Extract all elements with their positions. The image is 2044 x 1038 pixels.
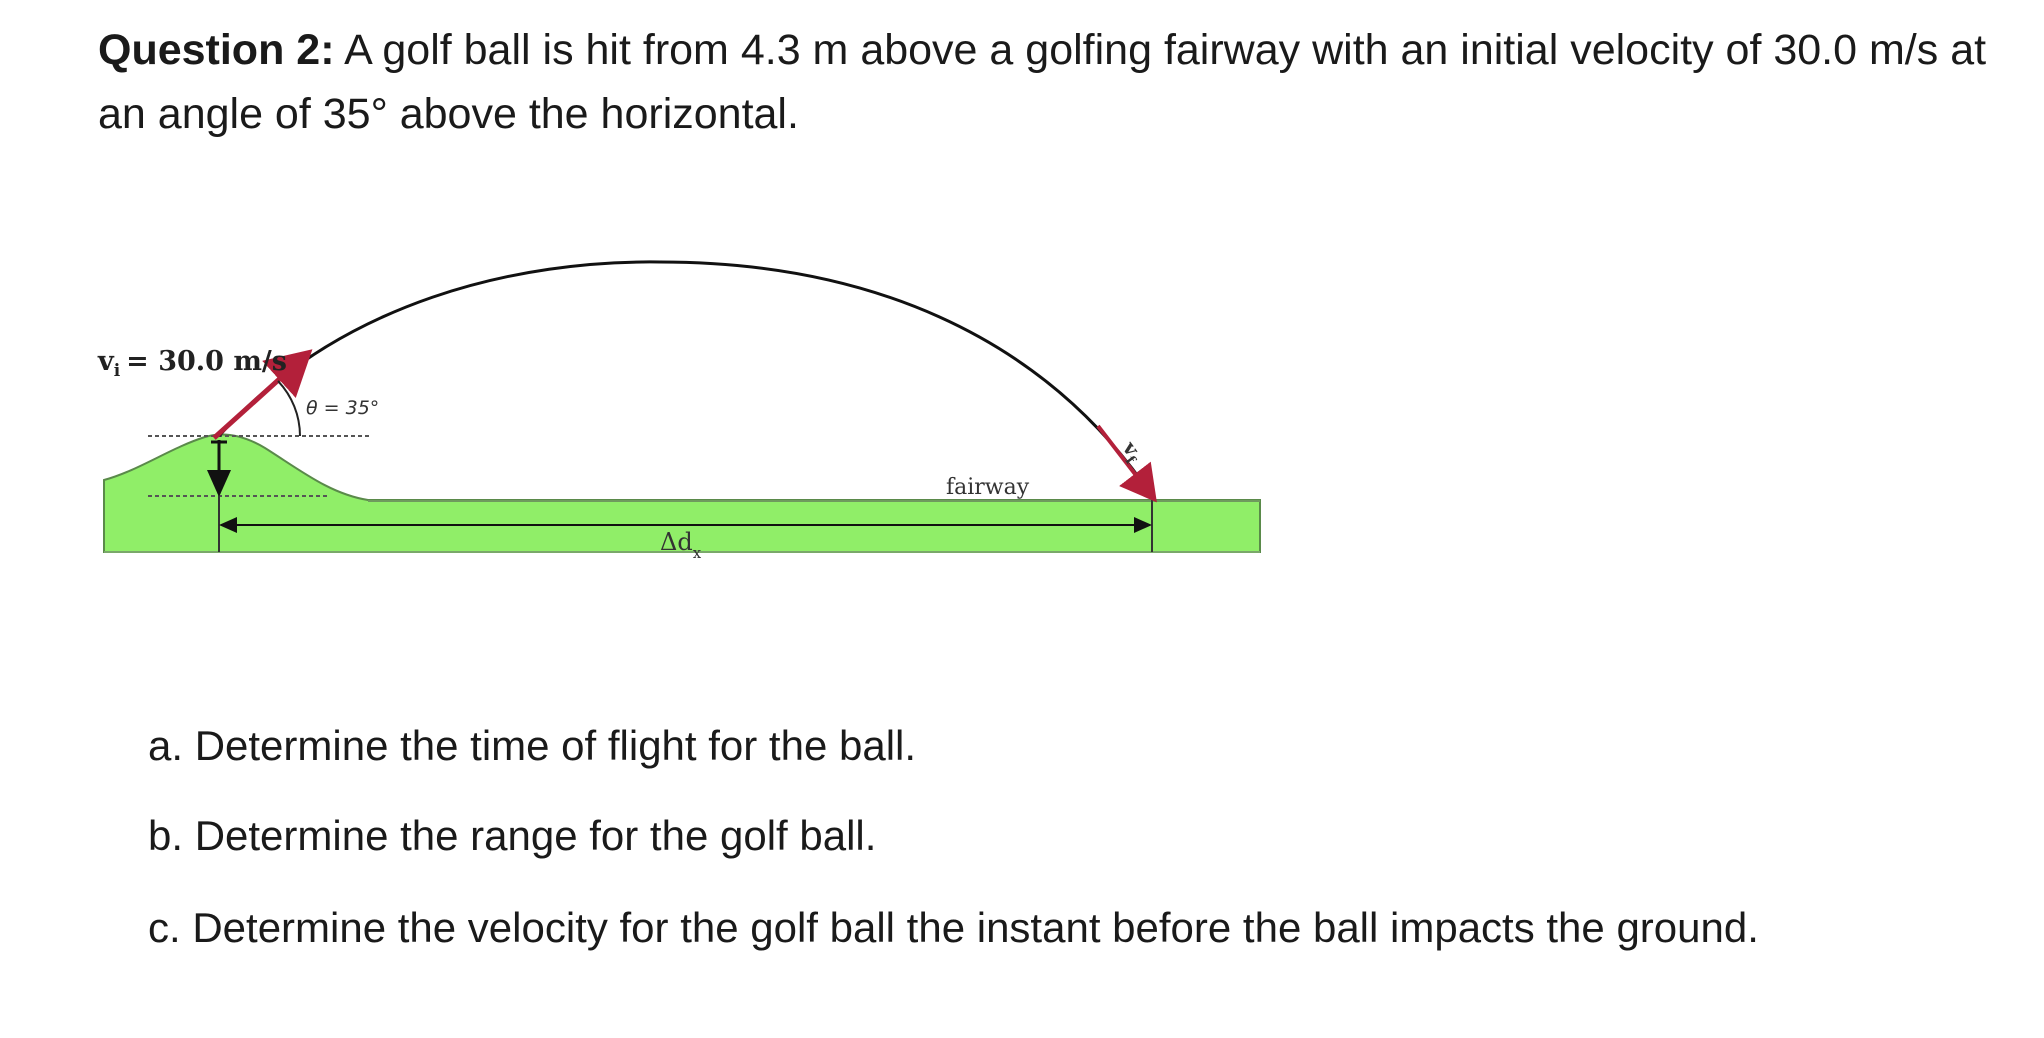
question-text: Question 2: A golf ball is hit from 4.3 … (98, 18, 1998, 146)
angle-label: θ = 35° (306, 397, 379, 419)
final-velocity-label: vf (1114, 436, 1148, 468)
angle-arc (277, 380, 301, 437)
initial-velocity-label: vi= 30.0 m/s (97, 346, 287, 381)
part-a: a. Determine the time of flight for the … (148, 722, 917, 769)
initial-velocity-arrow (212, 349, 313, 440)
trajectory-curve (217, 260, 1154, 497)
dx-label: Δdx (660, 528, 702, 562)
part-b: b. Determine the range for the golf ball… (148, 812, 877, 859)
question-body: A golf ball is hit from 4.3 m above a go… (98, 26, 1987, 138)
final-velocity-arrow (1096, 424, 1157, 503)
fairway-label: fairway (946, 475, 1030, 500)
question-label: Question 2: (98, 26, 335, 74)
part-c: c. Determine the velocity for the golf b… (148, 904, 1759, 951)
